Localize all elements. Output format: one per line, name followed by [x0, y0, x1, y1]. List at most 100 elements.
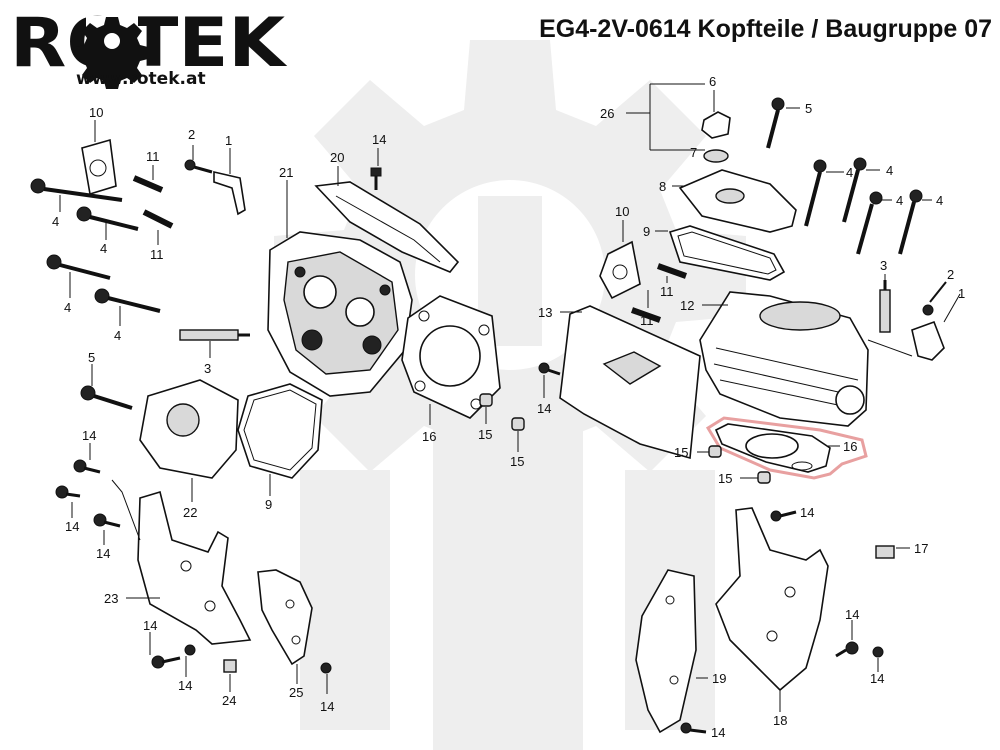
- part-15-pin-d: [757, 471, 771, 484]
- part-14-bolts-left-lower: [55, 443, 121, 545]
- callout-17: 17: [914, 541, 928, 556]
- part-1-2-bracket-right: [867, 281, 961, 361]
- callout-4-right-1: 4: [846, 165, 853, 180]
- callout-15-d: 15: [718, 471, 732, 486]
- callout-14-d: 14: [96, 546, 110, 561]
- part-12-cylinder-head-right: [699, 291, 869, 427]
- part-16-head-gasket-right-highlighted: [705, 416, 868, 480]
- callout-23: 23: [104, 591, 118, 606]
- callout-4-left-2: 4: [100, 241, 107, 256]
- callout-1-left: 1: [225, 133, 232, 148]
- callout-13: 13: [538, 305, 552, 320]
- callout-21: 21: [279, 165, 293, 180]
- callout-3-left: 3: [204, 361, 211, 376]
- callout-2-left: 2: [188, 127, 195, 142]
- part-23-shroud-left: [111, 479, 252, 645]
- callout-10-right: 10: [615, 204, 629, 219]
- brand-name: ROTEK: [10, 4, 287, 83]
- part-15-pin-c: [708, 445, 722, 458]
- part-20-cover-plate: [314, 166, 460, 273]
- part-11-studs-right: [630, 263, 688, 323]
- part-6-oil-cap: [701, 90, 731, 139]
- callout-20: 20: [330, 150, 344, 165]
- part-21-cylinder-head-left: [267, 180, 413, 397]
- callout-11-left-top: 11: [146, 149, 160, 164]
- part-18-shroud-right: [715, 507, 829, 712]
- callout-14-a: 14: [372, 132, 386, 147]
- part-11-studs-left: [132, 165, 174, 245]
- brand-url: www.rotek.at: [76, 69, 206, 89]
- part-13-head-shroud-right: [559, 305, 701, 460]
- callout-2-right: 2: [947, 267, 954, 282]
- callout-15-b: 15: [510, 454, 524, 469]
- part-1-2-bracket-left: [184, 145, 246, 216]
- callout-14-h: 14: [537, 401, 551, 416]
- part-22-valve-cover-left: [139, 379, 239, 502]
- callout-3-right: 3: [880, 258, 887, 273]
- callout-11-right-1: 11: [660, 284, 674, 299]
- callout-6: 6: [709, 74, 716, 89]
- callout-14-k: 14: [870, 671, 884, 686]
- callout-9-right: 9: [643, 224, 650, 239]
- part-5-bolt-right: [766, 97, 800, 149]
- callout-9-left: 9: [265, 497, 272, 512]
- callout-14-j: 14: [845, 607, 859, 622]
- callout-14-i: 14: [800, 505, 814, 520]
- part-3-spark-plug-right: [879, 274, 891, 333]
- part-14-bolt-a: [370, 148, 382, 190]
- part-4-bolts-right: [804, 157, 932, 255]
- callout-26: 26: [600, 106, 614, 121]
- part-15-pin-b: [511, 417, 525, 431]
- part-26-oil-cap-group-leads: [626, 83, 705, 151]
- callout-10-left: 10: [89, 105, 103, 120]
- callout-labels: 10 11 11 4 4 4 4 2 1 21 20 14 3 5 22 9 1…: [52, 74, 965, 740]
- callout-14-l: 14: [711, 725, 725, 740]
- callout-11-left-bottom: 11: [150, 247, 164, 262]
- callout-15-a: 15: [478, 427, 492, 442]
- callout-19: 19: [712, 671, 726, 686]
- callout-22: 22: [183, 505, 197, 520]
- rotek-logo: ROTEK www.rotek.at: [10, 4, 287, 89]
- callout-12: 12: [680, 298, 694, 313]
- part-9-cover-gasket-left: [237, 383, 323, 496]
- callout-24: 24: [222, 693, 236, 708]
- callout-5-left: 5: [88, 350, 95, 365]
- callout-14-b: 14: [82, 428, 96, 443]
- part-17-sensor: [875, 545, 910, 559]
- part-7-oil-seal: [703, 149, 729, 163]
- part-16-head-gasket-left: [401, 295, 501, 425]
- part-10-intake-gasket-right: [599, 220, 641, 300]
- callout-4-right-2: 4: [886, 163, 893, 178]
- callout-4-left-1: 4: [52, 214, 59, 229]
- callout-16-right: 16: [843, 439, 857, 454]
- part-5-bolt-left: [80, 364, 133, 410]
- callout-4-left-3: 4: [64, 300, 71, 315]
- callout-4-left-4: 4: [114, 328, 121, 343]
- gear-icon: [76, 17, 148, 89]
- part-10-intake-gasket-left: [81, 120, 117, 196]
- page-title: EG4-2V-0614 Kopfteile / Baugruppe 07: [539, 15, 992, 43]
- part-19-bracket-plate-right: [635, 569, 708, 734]
- callout-4-right-4: 4: [936, 193, 943, 208]
- part-15-pin-a: [479, 393, 493, 407]
- callout-15-c: 15: [674, 445, 688, 460]
- callout-14-c: 14: [65, 519, 79, 534]
- callout-14-g: 14: [320, 699, 334, 714]
- part-9-cover-gasket-right: [655, 225, 786, 281]
- callout-16-left: 16: [422, 429, 436, 444]
- part-4-bolts-left: [30, 178, 161, 326]
- callout-1-right: 1: [958, 286, 965, 301]
- callout-8: 8: [659, 179, 666, 194]
- part-14-bolts-right-lower: [680, 510, 884, 734]
- callout-18: 18: [773, 713, 787, 728]
- callout-5-right: 5: [805, 101, 812, 116]
- part-3-spark-plug-left: [179, 329, 250, 358]
- part-14-bolt-b: [538, 362, 561, 398]
- callout-14-f: 14: [178, 678, 192, 693]
- part-8-valve-cover-right: [672, 169, 797, 233]
- callout-11-right-2: 11: [640, 313, 654, 328]
- part-25-bracket-plate: [257, 569, 332, 694]
- callout-7: 7: [690, 145, 697, 160]
- callout-14-e: 14: [143, 618, 157, 633]
